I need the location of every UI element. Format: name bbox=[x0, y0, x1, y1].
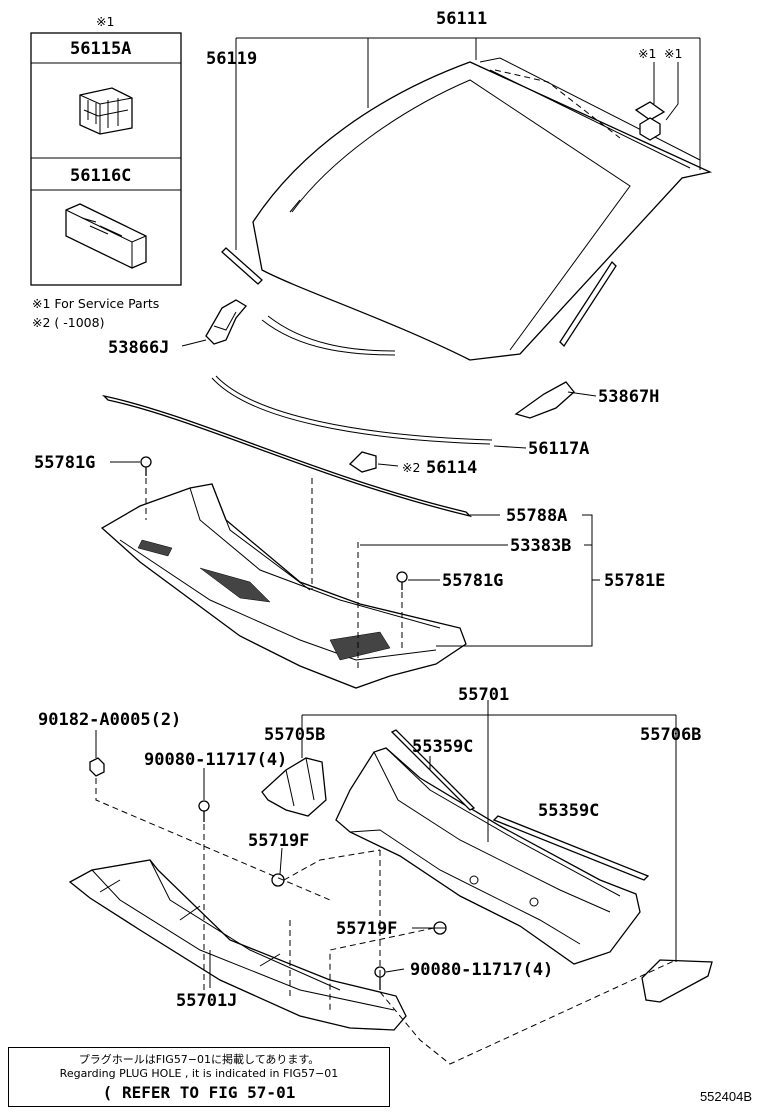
label-55359C-b: 55359C bbox=[538, 801, 599, 821]
clip-56115A-drawing bbox=[79, 87, 133, 135]
label-mark2: ※2 bbox=[402, 460, 420, 475]
label-55781G-a: 55781G bbox=[34, 453, 95, 473]
label-55719F-a: 55719F bbox=[248, 831, 309, 851]
bracket-53867H bbox=[514, 381, 575, 419]
weatherstrip-56117A bbox=[211, 377, 491, 445]
legend-mark: ※1 bbox=[96, 14, 114, 29]
note-japanese: プラグホールはFIG57−01に掲載してあります。 bbox=[78, 1053, 320, 1066]
label-55701J: 55701J bbox=[176, 991, 237, 1011]
label-55359C-a: 55359C bbox=[412, 737, 473, 757]
clip-56114 bbox=[348, 451, 377, 473]
nut-90182 bbox=[89, 757, 105, 777]
legend-part-56115A: 56115A bbox=[70, 39, 131, 59]
label-53867H: 53867H bbox=[598, 387, 659, 407]
side-panel-55705B bbox=[261, 757, 327, 817]
note-reference-link[interactable]: ( REFER TO FIG 57-01 bbox=[102, 1083, 296, 1102]
footnote-service-parts: ※1 For Service Parts bbox=[32, 296, 159, 311]
bolt-55781G-b bbox=[396, 571, 408, 590]
label-56114: 56114 bbox=[426, 458, 477, 478]
side-panel-55706B bbox=[641, 959, 713, 1003]
part-labels: 56111 56119 ※1 ※1 53866J 53867H 56117A ※… bbox=[34, 9, 701, 1011]
label-55701: 55701 bbox=[458, 685, 509, 705]
diagram-id: 552404B bbox=[699, 1089, 752, 1104]
label-55705B: 55705B bbox=[264, 725, 325, 745]
seal-55359C-b bbox=[492, 815, 650, 881]
label-55719F-b: 55719F bbox=[336, 919, 397, 939]
note-english: Regarding PLUG HOLE , it is indicated in… bbox=[59, 1067, 339, 1080]
label-56117A: 56117A bbox=[528, 439, 589, 459]
plate-56116C-drawing bbox=[65, 203, 147, 269]
side-moulding-left bbox=[221, 247, 263, 285]
label-55781E: 55781E bbox=[604, 571, 665, 591]
label-55781G-b: 55781G bbox=[442, 571, 503, 591]
reference-note-box: プラグホールはFIG57−01に掲載してあります。 Regarding PLUG… bbox=[8, 1047, 390, 1107]
seal-55788A bbox=[101, 394, 473, 518]
windshield-glass-56111 bbox=[252, 57, 713, 361]
label-mark1-a: ※1 bbox=[638, 46, 656, 61]
label-56119: 56119 bbox=[206, 49, 257, 69]
bolt-90080-a bbox=[198, 800, 210, 822]
label-90182-A0005: 90182-A0005(2) bbox=[38, 710, 181, 730]
legend-box: ※1 56115A 56116C bbox=[30, 14, 182, 286]
lower-moulding-upper bbox=[261, 319, 396, 356]
label-55788A: 55788A bbox=[506, 506, 567, 526]
bolt-55781G-a bbox=[140, 456, 152, 476]
label-55706B: 55706B bbox=[640, 725, 701, 745]
label-56111: 56111 bbox=[436, 9, 487, 29]
label-53866J: 53866J bbox=[108, 338, 169, 358]
lower-cowl-55701J bbox=[68, 859, 407, 1031]
cowl-louver-55781E bbox=[100, 483, 467, 689]
windshield-moulding-dashed bbox=[494, 69, 621, 139]
footnote-date-range: ※2 ( -1008) bbox=[32, 315, 104, 330]
legend-part-56116C: 56116C bbox=[70, 166, 131, 186]
side-moulding-right bbox=[559, 260, 617, 348]
label-90080-11717-b: 90080-11717(4) bbox=[410, 960, 553, 980]
seal-55359C-a bbox=[390, 729, 476, 811]
label-mark1-b: ※1 bbox=[664, 46, 682, 61]
clip-service-part bbox=[634, 101, 666, 141]
bracket-53866J bbox=[205, 299, 247, 345]
label-90080-11717-a: 90080-11717(4) bbox=[144, 750, 287, 770]
label-53383B: 53383B bbox=[510, 536, 571, 556]
leader-lines bbox=[95, 37, 701, 988]
cowl-panel-55701 bbox=[335, 747, 641, 965]
